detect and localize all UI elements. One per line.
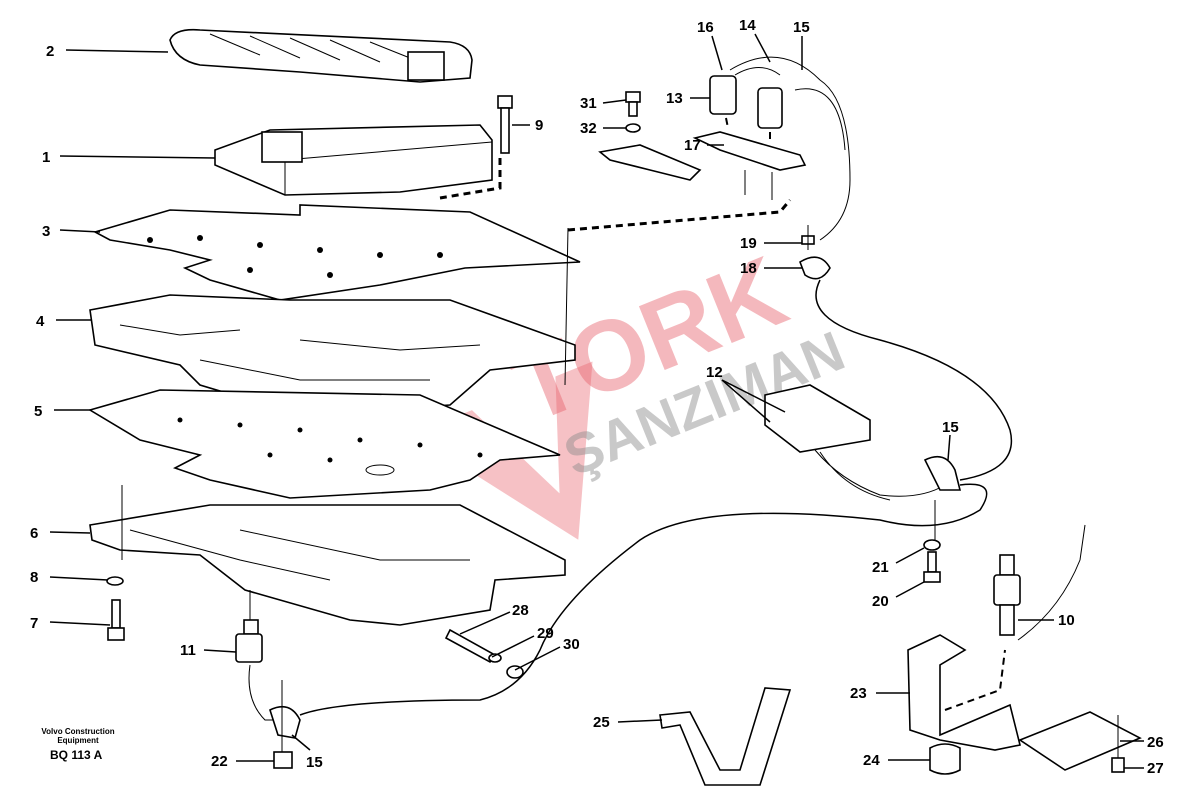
callout-12: 12: [706, 364, 723, 381]
callout-29: 29: [537, 625, 554, 642]
part-22-nut: [273, 751, 293, 769]
callout-30: 30: [563, 636, 580, 653]
part-18-clip: [799, 256, 831, 280]
part-4-valve-body: [89, 294, 576, 416]
diagram-code: BQ 113 A: [50, 748, 103, 762]
part-3-gasket-plate: [92, 204, 581, 301]
part-1-housing: [214, 124, 493, 196]
part-23-bracket: [907, 634, 1021, 751]
callout-8: 8: [30, 569, 38, 586]
part-32-washer: [625, 123, 641, 133]
part-13-solenoid: [709, 75, 783, 129]
credit-line1: Volvo Construction: [41, 727, 114, 736]
dashed-guide-9: [439, 158, 502, 200]
guide-lines-17: [744, 170, 773, 200]
callout-10: 10: [1058, 612, 1075, 629]
callout-7: 7: [30, 615, 38, 632]
part-8-washer: [106, 576, 124, 586]
part-2-cover: [169, 28, 473, 83]
part-29-washer: [488, 653, 502, 663]
part-24-nut: [929, 743, 961, 775]
callout-18: 18: [740, 260, 757, 277]
callout-15-bottom: 15: [306, 754, 323, 771]
part-11-sensor: [235, 619, 280, 721]
wire-long: [299, 483, 988, 716]
part-25-bracket: [659, 687, 792, 786]
callout-3: 3: [42, 223, 50, 240]
callout-14: 14: [739, 17, 756, 34]
callout-17: 17: [684, 137, 701, 154]
wire-harness: [815, 279, 1013, 481]
part-7-bolt: [107, 599, 125, 641]
part-30-plug: [506, 665, 524, 679]
part-20-bolt: [923, 551, 941, 583]
wires-14-16: [729, 56, 851, 241]
callout-31: 31: [580, 95, 597, 112]
part-17-plate-right: [692, 131, 807, 171]
part-15-clip-lower: [269, 705, 301, 739]
callout-15-top: 15: [793, 19, 810, 36]
guide-line-3: [564, 227, 569, 386]
callout-11: 11: [180, 642, 196, 659]
callout-16: 16: [697, 19, 714, 36]
part-17-plate-left: [598, 144, 702, 181]
callout-23: 23: [850, 685, 867, 702]
callout-28: 28: [512, 602, 529, 619]
callout-27: 27: [1147, 760, 1164, 777]
callout-21: 21: [872, 559, 889, 576]
callout-4: 4: [36, 313, 45, 330]
dashed-guide-13: [725, 117, 771, 142]
part-5-separator-plate: [88, 389, 561, 499]
part-9-bolt: [497, 95, 513, 154]
part-12-connector: [764, 384, 946, 501]
part-27-screw: [1111, 757, 1125, 773]
part-28-screw: [444, 628, 497, 664]
part-26-cover-plate: [1018, 711, 1142, 771]
callout-24: 24: [863, 752, 880, 769]
callout-26: 26: [1147, 734, 1164, 751]
callout-6: 6: [30, 525, 38, 542]
part-10-sensor: [993, 524, 1086, 641]
part-21-washer: [923, 539, 941, 551]
callout-labels: 2 1 3 4 5 6 8 7 9 31 32 13 16 14 15 17 1…: [30, 17, 1164, 777]
callout-20: 20: [872, 593, 889, 610]
callout-19: 19: [740, 235, 757, 252]
callout-2: 2: [46, 43, 54, 60]
callout-9: 9: [535, 117, 543, 134]
part-6-lower-body: [89, 504, 566, 626]
callout-25: 25: [593, 714, 610, 731]
callout-32: 32: [580, 120, 597, 137]
callout-5: 5: [34, 403, 42, 420]
dashed-guide-10: [944, 649, 1006, 711]
callout-22: 22: [211, 753, 228, 770]
callout-13: 13: [666, 90, 683, 107]
callout-1: 1: [42, 149, 50, 166]
leader-lines: [49, 33, 1144, 769]
callout-15-mid: 15: [942, 419, 959, 436]
credit-line2: Equipment: [57, 736, 99, 745]
part-31-bolt: [625, 91, 641, 117]
part-15-clip: [923, 455, 962, 491]
credit-block: Volvo Construction Equipment BQ 113 A: [41, 727, 114, 762]
dashed-guide-17: [567, 199, 792, 232]
